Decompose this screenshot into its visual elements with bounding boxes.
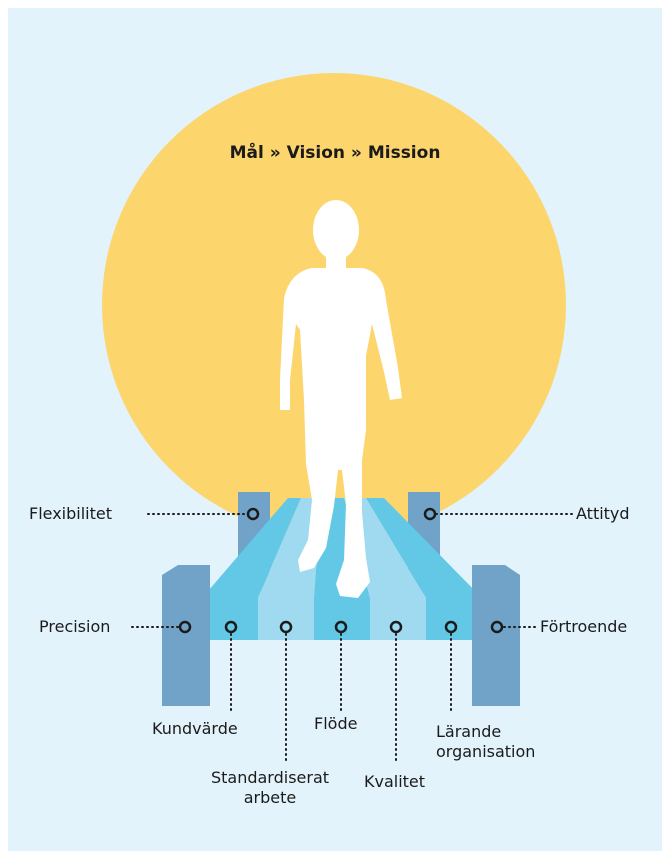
bridge-plank-2 [258,498,321,598]
label-flode: Flöde [314,714,358,733]
label-standard-line1: Standardiserat [210,768,330,787]
label-standard-line2: arbete [243,788,297,807]
label-larande-line2: organisation [436,742,536,761]
label-flexibilitet: Flexibilitet [29,504,113,523]
label-kvalitet: Kvalitet [364,772,426,791]
leader-lines [131,513,573,765]
label-precision: Precision [39,617,111,636]
person-silhouette-icon [280,200,402,598]
bridge-plank-1 [202,498,301,598]
front-left-pillar [162,565,210,706]
label-larande-organisation: Lärande organisation [436,722,535,762]
diagram-title: Mål » Vision » Mission [229,143,441,163]
label-kundvarde: Kundvärde [152,719,238,738]
label-fortroende: Förtroende [540,617,628,636]
connection-points [178,507,504,634]
label-larande-line1: Lärande [436,722,502,741]
bridge-front-3 [314,598,370,640]
bridge-front-4 [370,598,426,640]
bridge-plank-5 [366,498,482,598]
label-attityd: Attityd [576,504,630,523]
bridge-front-1 [202,598,258,640]
label-standardiserat-arbete: Standardiserat arbete [190,768,350,808]
front-right-pillar [472,565,520,706]
